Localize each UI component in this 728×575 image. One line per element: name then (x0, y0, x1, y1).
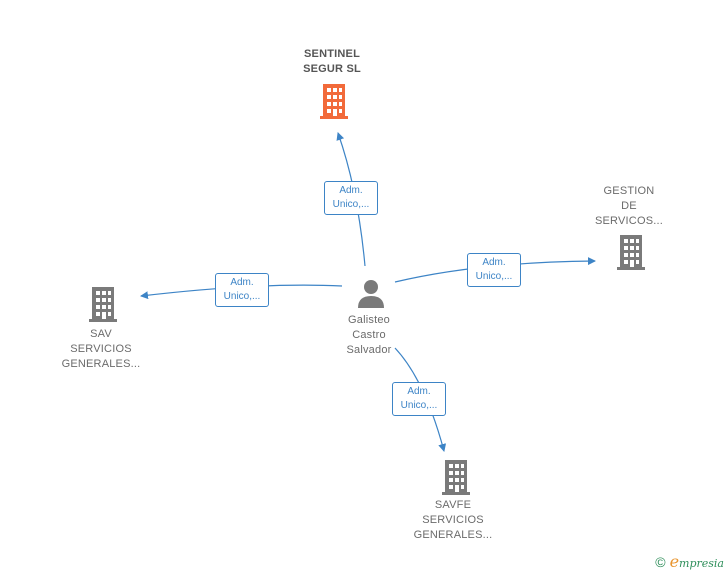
company-sav-line1: SAV (90, 328, 112, 340)
copyright-icon: © (655, 553, 666, 570)
company-savfe-line1: SAVFE (434, 499, 472, 511)
building-icon[interactable] (318, 84, 350, 120)
person-name-line2: Castro (352, 329, 386, 341)
main-company-name-line1: SENTINEL (304, 48, 360, 60)
building-icon[interactable] (87, 287, 119, 323)
edge-role-line1: Adm. (230, 277, 254, 288)
edge-label-to-savfe[interactable]: Adm. Unico,... (392, 382, 446, 416)
edge-label-to-main[interactable]: Adm. Unico,... (324, 181, 378, 215)
edge-role-line2: Unico,... (475, 271, 513, 282)
company-gestion-line3: SERVICOS... (594, 215, 664, 227)
person-label[interactable]: Galisteo Castro Salvador (324, 313, 414, 358)
edge-label-to-gestion[interactable]: Adm. Unico,... (467, 253, 521, 287)
person-icon[interactable] (356, 278, 386, 308)
person-name-line3: Salvador (346, 344, 392, 356)
company-gestion-line2: DE (621, 200, 637, 212)
person-name-line1: Galisteo (348, 314, 390, 326)
brand-logo[interactable]: empresia (670, 552, 724, 571)
edge-role-line1: Adm. (407, 386, 431, 397)
edge-role-line1: Adm. (482, 257, 506, 268)
brand-initial: e (669, 552, 680, 571)
company-savfe-line2: SERVICIOS (422, 514, 484, 526)
edge-role-line2: Unico,... (332, 199, 370, 210)
building-icon[interactable] (440, 460, 472, 496)
company-gestion-label[interactable]: GESTION DE SERVICOS... (584, 184, 674, 229)
brand-name: mpresia (679, 557, 724, 570)
building-icon[interactable] (615, 235, 647, 271)
company-sav-label[interactable]: SAV SERVICIOS GENERALES... (56, 327, 146, 372)
company-gestion-line1: GESTION (603, 185, 655, 197)
edge-role-line2: Unico,... (400, 400, 438, 411)
main-company-name-line2: SEGUR SL (303, 63, 361, 75)
company-sav-line3: GENERALES... (61, 358, 141, 370)
company-savfe-label[interactable]: SAVFE SERVICIOS GENERALES... (408, 498, 498, 543)
company-savfe-line3: GENERALES... (413, 529, 493, 541)
main-company-label[interactable]: SENTINEL SEGUR SL (282, 47, 382, 77)
edge-role-line1: Adm. (339, 185, 363, 196)
company-sav-line2: SERVICIOS (70, 343, 132, 355)
copyright-footer: © empresia (655, 552, 724, 571)
edge-label-to-sav[interactable]: Adm. Unico,... (215, 273, 269, 307)
edge-role-line2: Unico,... (223, 291, 261, 302)
